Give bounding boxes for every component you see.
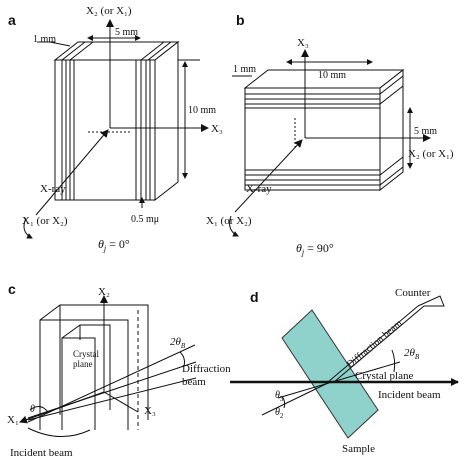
- incident-beam: [27, 344, 196, 423]
- sample-plate: [281, 309, 379, 439]
- axis-label-x2: X₂ (or X₁): [408, 148, 454, 160]
- diffraction-beam-label: Diffraction beam: [345, 318, 405, 371]
- dim-1mm: 1 mm: [233, 64, 256, 75]
- counter: [417, 295, 445, 307]
- dim-10mm: 10 mm: [318, 70, 346, 81]
- two-theta-label: 2θB: [170, 336, 186, 350]
- two-theta-arc: [391, 349, 396, 373]
- theta-arc: [29, 406, 49, 413]
- panel-c-letter: c: [8, 281, 16, 297]
- diffraction-beam: [27, 361, 197, 419]
- sample-label: Sample: [342, 443, 375, 455]
- axis-label-x3: X₃: [297, 37, 309, 49]
- axis-label-x1: X₁: [7, 414, 19, 426]
- diffraction-beam: [327, 305, 419, 383]
- two-theta-label: 2θB: [404, 347, 420, 361]
- xray-beam: [234, 139, 303, 213]
- dim-5mm: 5 mm: [115, 27, 138, 38]
- theta3-label: θ3: [275, 390, 284, 403]
- panel-d: d Counter Diffraction beam 2θB Crystal p…: [230, 287, 459, 455]
- axis-label-x2: X₂ (or X₁): [86, 5, 132, 17]
- panel-a-letter: a: [8, 12, 16, 28]
- two-theta-arc: [179, 351, 185, 367]
- crystal-plane-line: [277, 361, 401, 399]
- crystal-frame: [39, 304, 149, 430]
- xray-label: X-ray: [246, 183, 272, 195]
- axis-label-x1: X₁ (or X₂): [206, 215, 252, 227]
- rotation-arrow: [23, 217, 33, 239]
- panel-a: a X₂ (: [8, 5, 223, 253]
- axis-x3: [103, 391, 139, 413]
- theta-j-0: θj = 0°: [98, 237, 130, 253]
- panel-b-letter: b: [236, 12, 245, 28]
- axis-label-x1: X₁ (or X₂): [22, 215, 68, 227]
- dim-0-5: 0.5 mμ: [131, 214, 159, 225]
- axis-label-x2: X₂: [98, 286, 110, 298]
- xray-beam: [35, 129, 109, 216]
- axis-label-x3: X₃: [144, 405, 156, 417]
- dim-1mm: 1 mm: [33, 34, 56, 45]
- incident-beam-label: Incident beam: [10, 447, 73, 459]
- theta-j-90: θj = 90°: [296, 241, 334, 257]
- xray-label: X-ray: [40, 183, 66, 195]
- dim-5mm: 5 mm: [414, 126, 437, 137]
- theta2-label: θ2: [275, 407, 284, 420]
- counter-label: Counter: [395, 287, 431, 299]
- crystal-plane-label: Crystal plane: [355, 370, 413, 382]
- incident-beam-label: Incident beam: [378, 389, 441, 401]
- dim-10mm: 10 mm: [188, 105, 216, 116]
- panel-d-letter: d: [250, 289, 259, 305]
- rotation-arrow: [229, 215, 239, 237]
- slab-side-face: [154, 40, 179, 202]
- panel-b: b X₃ X₂ (or X₁) 1 mm 10 mm 5 mm X-ray: [206, 12, 454, 257]
- theta-label: θ: [30, 404, 35, 415]
- axis-label-x3: X₃: [211, 123, 223, 135]
